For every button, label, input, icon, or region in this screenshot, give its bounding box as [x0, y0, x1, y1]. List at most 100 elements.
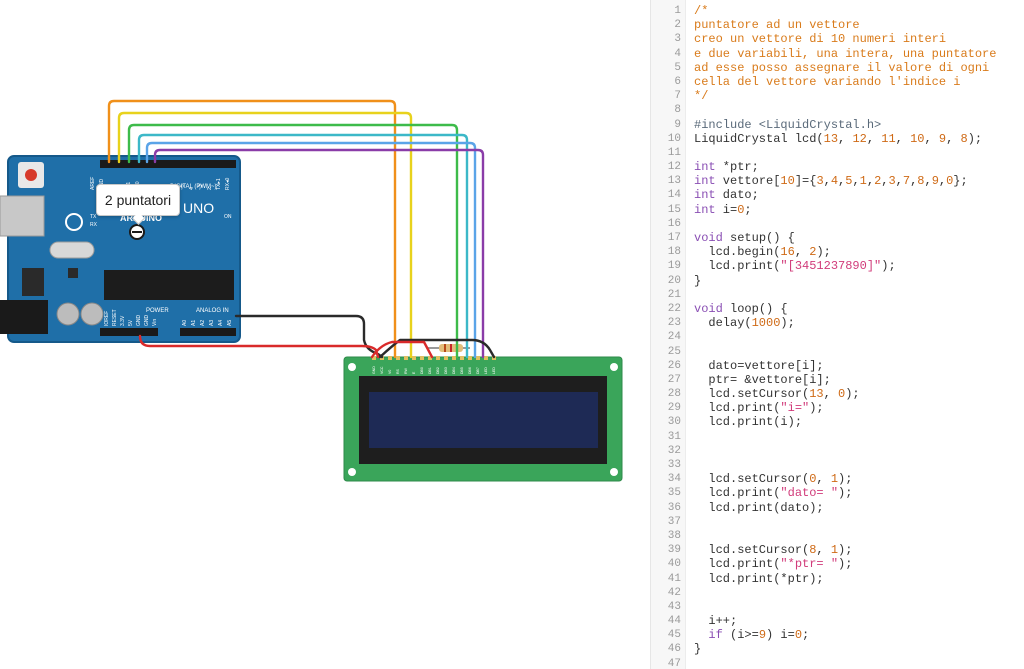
code-line[interactable]: 24: [651, 330, 1024, 344]
resistor[interactable]: [428, 344, 470, 352]
code-line[interactable]: 43: [651, 600, 1024, 614]
circuit-drawing[interactable]: ARDUINO UNO DIGITAL (PWM~) POWER ANALOG …: [0, 0, 650, 669]
code-text[interactable]: lcd.print("[3451237890]");: [694, 259, 896, 274]
code-text[interactable]: }: [694, 273, 702, 288]
lcd-pin[interactable]: [444, 356, 448, 360]
wires[interactable]: [107, 99, 496, 359]
code-line[interactable]: 26 dato=vettore[i];: [651, 359, 1024, 373]
wire-yellow[interactable]: [117, 111, 413, 359]
code-line[interactable]: 45 if (i>=9) i=0;: [651, 628, 1024, 642]
lcd-pin[interactable]: [468, 356, 472, 360]
code-line[interactable]: 36 lcd.print(dato);: [651, 501, 1024, 515]
code-text[interactable]: */: [694, 89, 709, 104]
code-text[interactable]: delay(1000);: [694, 316, 795, 331]
code-text[interactable]: }: [694, 642, 702, 657]
code-text[interactable]: ad esse posso assegnare il valore di ogn…: [694, 60, 990, 75]
lcd-pin[interactable]: [420, 356, 424, 360]
code-text[interactable]: lcd.setCursor(0, 1);: [694, 472, 853, 487]
code-line[interactable]: 47: [651, 657, 1024, 669]
code-text[interactable]: /*: [694, 4, 709, 18]
code-line[interactable]: 11: [651, 146, 1024, 160]
code-text[interactable]: i++;: [694, 614, 738, 629]
code-line[interactable]: 28 lcd.setCursor(13, 0);: [651, 387, 1024, 401]
lcd-pin[interactable]: [372, 356, 376, 360]
code-line[interactable]: 44 i++;: [651, 614, 1024, 628]
code-line[interactable]: 40 lcd.print("*ptr= ");: [651, 557, 1024, 571]
lcd-pin[interactable]: [388, 356, 392, 360]
code-line[interactable]: 7*/: [651, 89, 1024, 103]
code-line[interactable]: 1/*: [651, 4, 1024, 18]
code-line[interactable]: 21: [651, 288, 1024, 302]
code-text[interactable]: int vettore[10]={3,4,5,1,2,3,7,8,9,0};: [694, 174, 968, 189]
code-text[interactable]: int i=0;: [694, 202, 752, 217]
code-text[interactable]: e due variabili, una intera, una puntato…: [694, 46, 997, 61]
code-text[interactable]: creo un vettore di 10 numeri interi: [694, 32, 947, 47]
code-text[interactable]: puntatore ad un vettore: [694, 18, 860, 33]
reset-button-cap[interactable]: [25, 169, 37, 181]
code-text[interactable]: LiquidCrystal lcd(13, 12, 11, 10, 9, 8);: [694, 131, 983, 146]
code-line[interactable]: 33: [651, 458, 1024, 472]
code-line[interactable]: 9#include <LiquidCrystal.h>: [651, 118, 1024, 132]
wire-blue[interactable]: [145, 141, 477, 359]
arduino-uno-board[interactable]: [0, 155, 241, 343]
code-text[interactable]: lcd.print(dato);: [694, 500, 824, 515]
code-text[interactable]: if (i>=9) i=0;: [708, 628, 810, 643]
lcd-pin[interactable]: [476, 356, 480, 360]
code-text[interactable]: #include <LiquidCrystal.h>: [694, 117, 882, 132]
wire-green[interactable]: [127, 123, 459, 359]
code-text[interactable]: lcd.print("dato= ");: [694, 486, 853, 501]
lcd-pin[interactable]: [428, 356, 432, 360]
code-text[interactable]: lcd.print("i=");: [694, 401, 824, 416]
code-text[interactable]: lcd.print(i);: [694, 415, 803, 430]
lcd-pin[interactable]: [396, 356, 400, 360]
code-line[interactable]: 37: [651, 515, 1024, 529]
code-text[interactable]: int dato;: [694, 188, 759, 203]
code-line[interactable]: 42: [651, 586, 1024, 600]
lcd-pin[interactable]: [484, 356, 488, 360]
code-text[interactable]: lcd.print(*ptr);: [694, 571, 824, 586]
circuit-canvas[interactable]: ARDUINO UNO DIGITAL (PWM~) POWER ANALOG …: [0, 0, 650, 669]
code-line[interactable]: 46}: [651, 642, 1024, 656]
lcd-16x2-module[interactable]: [343, 356, 623, 482]
code-line[interactable]: 8: [651, 103, 1024, 117]
wire-red-2[interactable]: [370, 340, 434, 359]
lcd-pin[interactable]: [460, 356, 464, 360]
code-line[interactable]: 34 lcd.setCursor(0, 1);: [651, 472, 1024, 486]
code-line[interactable]: 27 ptr= &vettore[i];: [651, 373, 1024, 387]
code-line[interactable]: 41 lcd.print(*ptr);: [651, 572, 1024, 586]
code-line[interactable]: 30 lcd.print(i);: [651, 415, 1024, 429]
wire-orange[interactable]: [107, 99, 397, 359]
code-text[interactable]: lcd.setCursor(13, 0);: [694, 387, 860, 402]
lcd-pin[interactable]: [412, 356, 416, 360]
code-line[interactable]: 32: [651, 444, 1024, 458]
lcd-pin[interactable]: [404, 356, 408, 360]
code-line[interactable]: 39 lcd.setCursor(8, 1);: [651, 543, 1024, 557]
code-text[interactable]: lcd.setCursor(8, 1);: [694, 543, 853, 558]
code-line[interactable]: 31: [651, 430, 1024, 444]
code-line[interactable]: 20}: [651, 274, 1024, 288]
code-line[interactable]: 35 lcd.print("dato= ");: [651, 486, 1024, 500]
code-line[interactable]: 19 lcd.print("[3451237890]");: [651, 259, 1024, 273]
lcd-pin[interactable]: [436, 356, 440, 360]
code-line[interactable]: 29 lcd.print("i=");: [651, 401, 1024, 415]
code-text[interactable]: dato=vettore[i];: [694, 358, 824, 373]
code-text[interactable]: cella del vettore variando l'indice i: [694, 74, 961, 89]
wire-red[interactable]: [138, 334, 380, 359]
wire-black[interactable]: [234, 314, 496, 359]
code-text[interactable]: int *ptr;: [694, 160, 759, 175]
code-text[interactable]: void setup() {: [694, 231, 795, 245]
code-line[interactable]: 16: [651, 217, 1024, 231]
